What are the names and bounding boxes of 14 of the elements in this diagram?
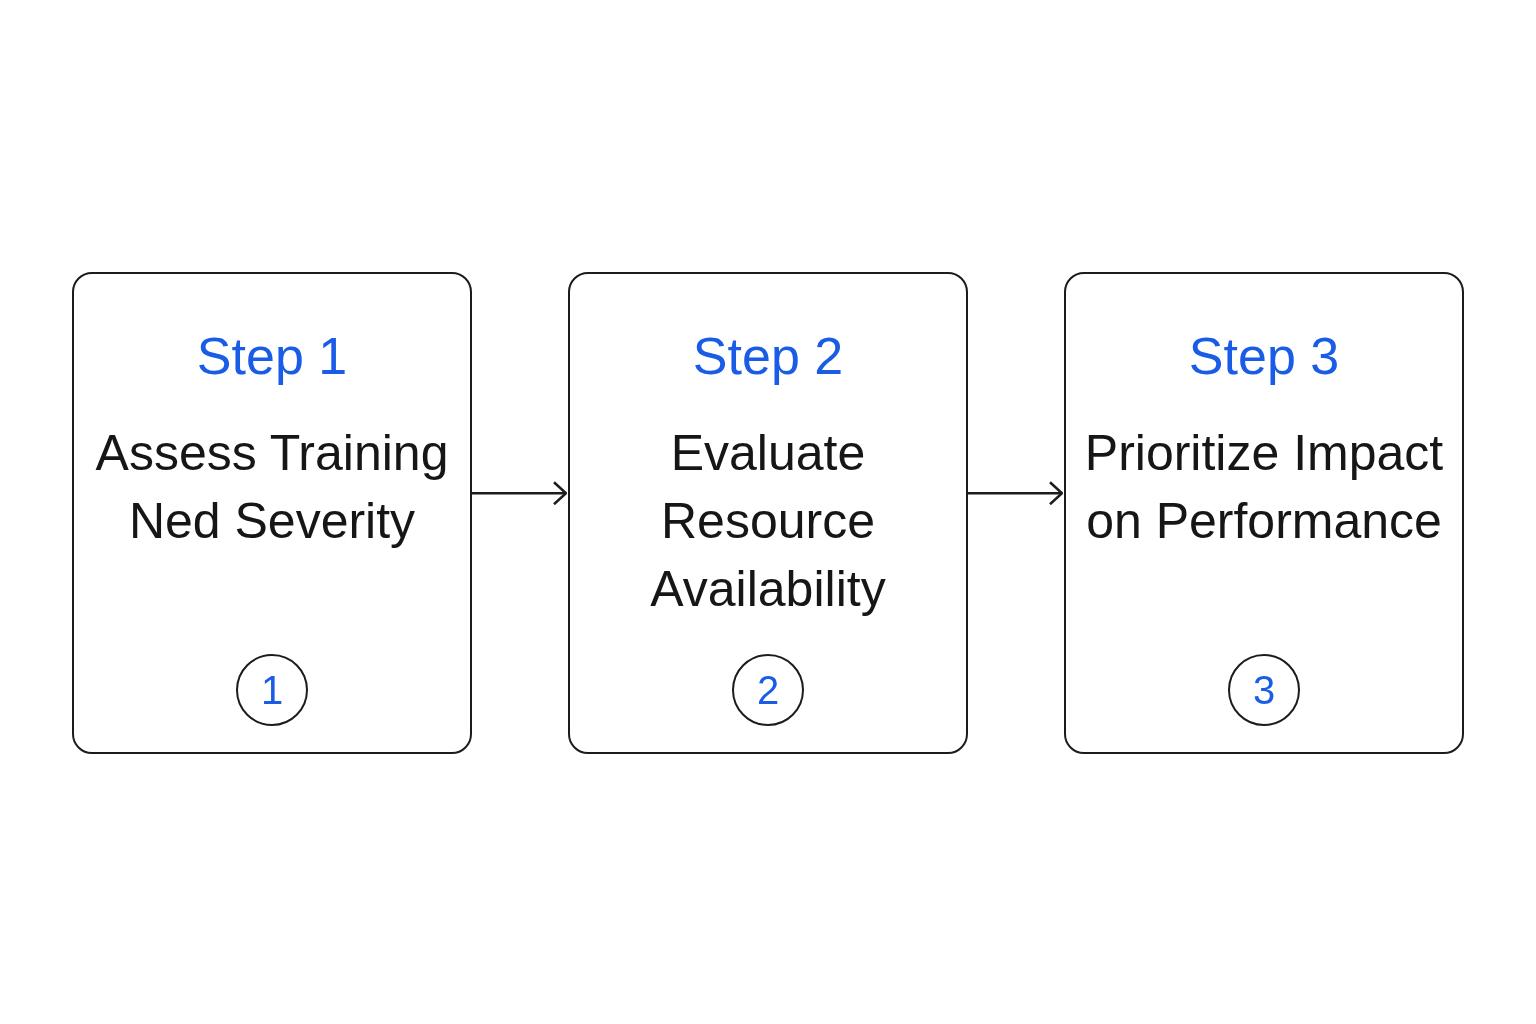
arrow bbox=[472, 481, 568, 506]
step-number-circle: 2 bbox=[732, 654, 804, 726]
step-box bbox=[72, 272, 472, 754]
step-box bbox=[1064, 272, 1464, 754]
step-title: Step 3 bbox=[1187, 326, 1341, 386]
arrow bbox=[968, 481, 1064, 506]
step-title: Step 2 bbox=[691, 326, 845, 386]
step-box bbox=[568, 272, 968, 754]
step-number-circle: 3 bbox=[1228, 654, 1300, 726]
step-description: Assess Training Ned Severity bbox=[94, 424, 450, 551]
step-description: Prioritize Impact on Performance bbox=[1083, 424, 1445, 551]
step-number-circle: 1 bbox=[236, 654, 308, 726]
step-title: Step 1 bbox=[195, 326, 349, 386]
step-description: Evaluate Resource Availability bbox=[649, 424, 887, 619]
